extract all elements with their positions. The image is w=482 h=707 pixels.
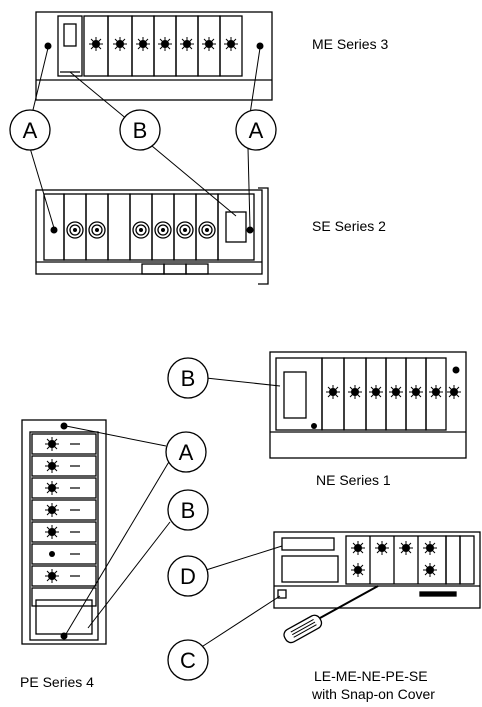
callout-a-left-label: A — [23, 118, 38, 143]
se-screw-right — [246, 226, 254, 234]
ne-series-enclosure — [269, 351, 467, 459]
pe-series-knobs — [44, 422, 80, 640]
pe-leader-lines — [65, 425, 171, 635]
callout-a-pe-label: A — [179, 440, 194, 465]
me-series-enclosure — [35, 11, 273, 101]
se-series-enclosure — [35, 187, 269, 285]
c-leader-line — [199, 595, 281, 649]
top-leader-lines — [29, 47, 261, 229]
se-series-label: SE Series 2 — [312, 218, 386, 234]
callout-b-pe-label: B — [181, 498, 196, 523]
callout-d — [167, 555, 209, 597]
me-series-label: ME Series 3 — [312, 36, 389, 52]
pe-series-enclosure — [21, 419, 107, 645]
callout-b-top — [119, 109, 161, 151]
snap-on-cover-enclosure — [273, 531, 481, 609]
callout-a-right — [235, 109, 277, 151]
callout-a-pe — [165, 431, 207, 473]
callout-a-right-label: A — [249, 118, 264, 143]
callout-b-ne — [167, 357, 209, 399]
se-series-dials — [50, 221, 254, 239]
callout-b-ne-label: B — [181, 366, 196, 391]
ne-series-knobs — [311, 366, 462, 429]
d-leader-line — [205, 545, 283, 571]
snap-cover-label-line2: with Snap-on Cover — [312, 686, 435, 702]
callout-c — [167, 639, 209, 681]
se-screw-left — [50, 226, 58, 234]
ne-leader-line — [205, 377, 281, 387]
screwdriver — [283, 585, 379, 644]
pe-series-label: PE Series 4 — [20, 674, 94, 690]
callout-c-label: C — [180, 648, 196, 673]
snap-cover-label-line1: LE-ME-NE-PE-SE — [314, 668, 428, 684]
callout-b-top-label: B — [133, 118, 148, 143]
me-series-knobs — [44, 36, 264, 52]
callout-d-label: D — [180, 564, 196, 589]
me-screw-left — [44, 42, 52, 50]
ne-series-label: NE Series 1 — [316, 472, 391, 488]
callout-a-left — [9, 109, 51, 151]
callout-b-pe — [167, 489, 209, 531]
me-screw-right — [256, 42, 264, 50]
